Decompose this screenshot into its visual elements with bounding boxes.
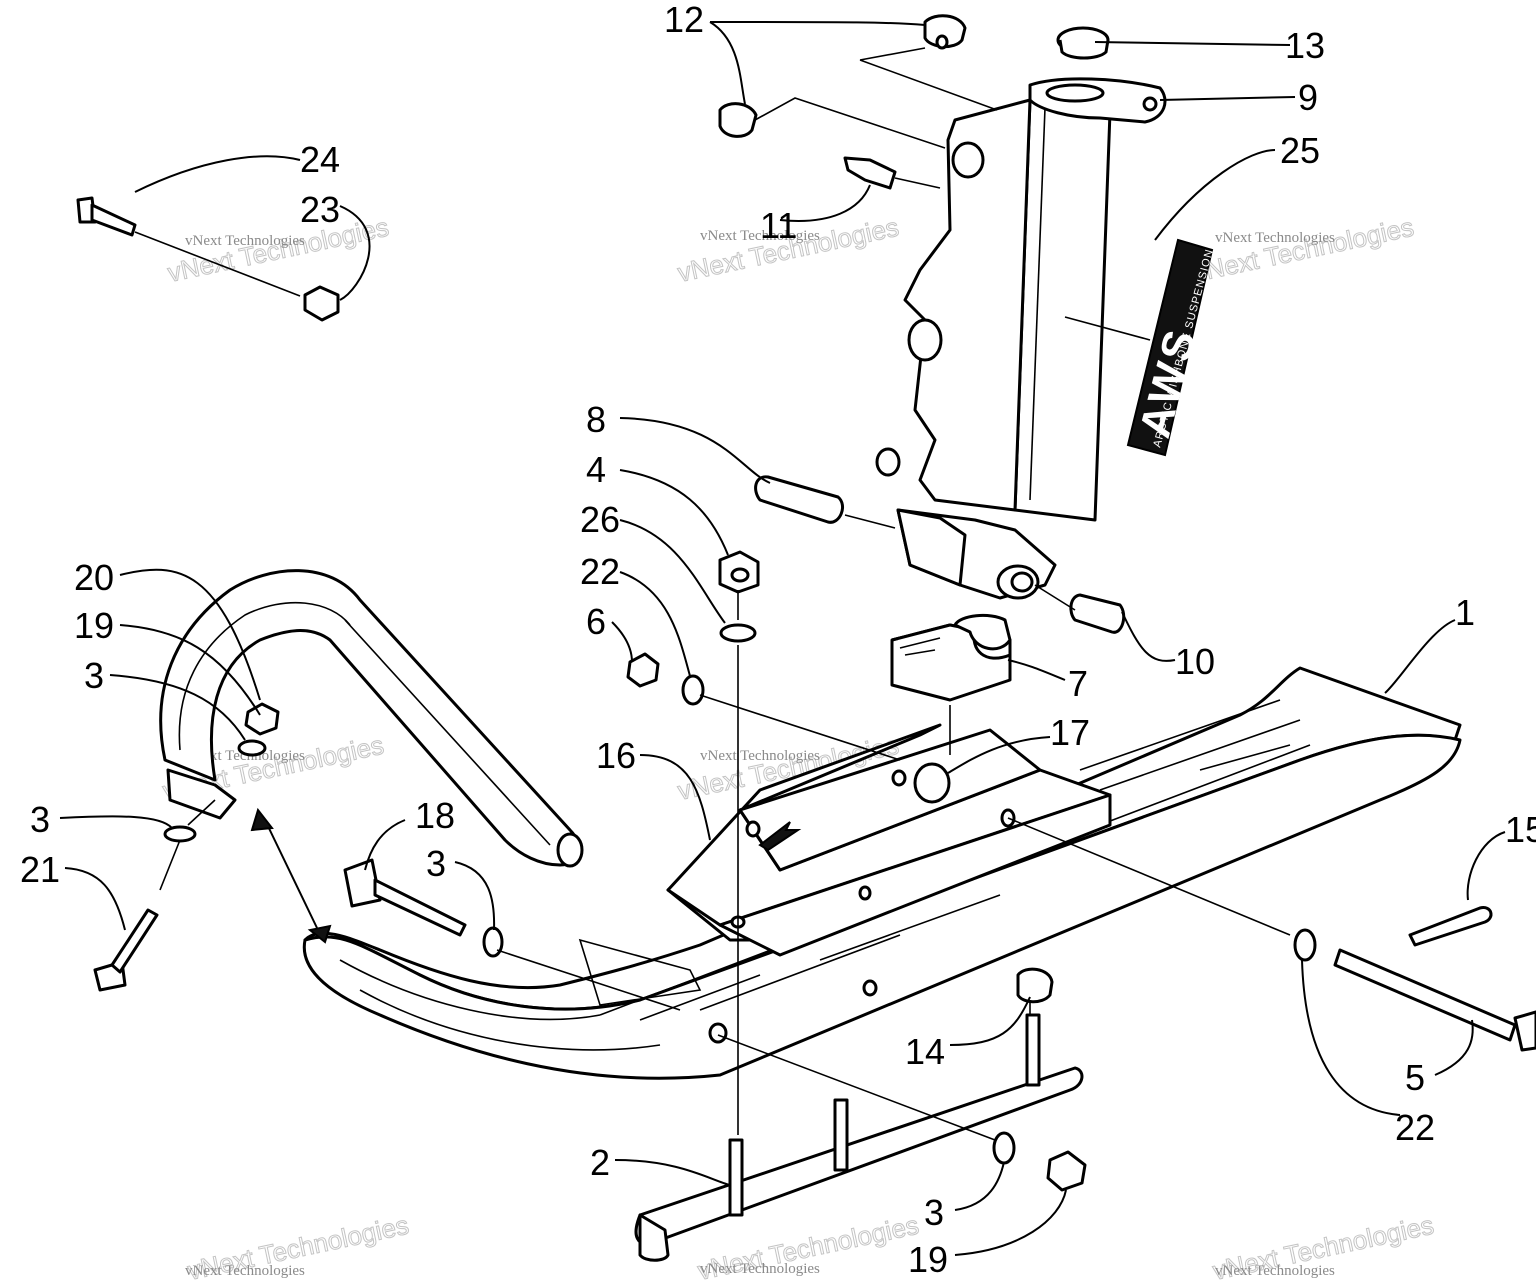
callout-14: 14 [905,1031,945,1072]
watermark-bottom-center: vNext Technologies vNext Technologies [695,1209,922,1280]
washer-part-26 [719,623,757,643]
watermark-bottom-left: vNext Technologies vNext Technologies [185,1209,412,1280]
watermark-bottom-right: vNext Technologies vNext Technologies [1210,1209,1437,1280]
ski-loop-part-20 [159,569,584,868]
block-part-7 [890,613,1012,702]
svg-text:vNext Technologies: vNext Technologies [185,748,305,764]
svg-text:vNext Technologies: vNext Technologies [1215,1263,1335,1279]
callout-22-upper: 22 [580,551,620,592]
callout-20: 20 [74,557,114,598]
callout-10: 10 [1175,641,1215,682]
leader-lines [59,21,1506,1256]
watermark-top-right: vNext Technologies vNext Technologies [1190,211,1417,288]
bushing-part-8 [754,475,844,524]
callout-3-left-lower: 3 [30,799,50,840]
callout-23: 23 [300,189,340,230]
svg-text:vNext Technologies: vNext Technologies [165,212,391,288]
callout-21: 21 [20,849,60,890]
callout-15: 15 [1505,809,1536,850]
callout-3-left-upper: 3 [84,655,104,696]
callout-11: 11 [760,205,797,246]
callout-1: 1 [1455,592,1475,633]
bushing-part-10 [1069,593,1126,634]
ski-part-1 [302,666,1462,1080]
callout-13: 13 [1285,25,1325,66]
callout-3-mid: 3 [426,843,446,884]
callout-24: 24 [300,139,340,180]
callout-26: 26 [580,499,620,540]
callout-12: 12 [664,0,704,40]
svg-text:vNext Technologies: vNext Technologies [700,748,820,764]
callout-7: 7 [1068,663,1088,704]
callout-19-left: 19 [74,605,114,646]
callout-17: 17 [1050,712,1090,753]
spindle-part-9 [875,77,1167,600]
assembly-lines [134,47,1291,1141]
callout-2: 2 [590,1142,610,1183]
callout-16: 16 [596,735,636,776]
hardware [76,14,1536,1192]
watermark-top-left: vNext Technologies vNext Technologies [165,211,392,288]
wear-bar-part-2 [634,1013,1084,1262]
svg-text:vNext Technologies: vNext Technologies [185,233,305,249]
svg-text:vNext Technologies: vNext Technologies [1215,230,1335,246]
nut-part-6 [626,652,660,688]
callouts: 12 13 9 25 24 23 11 8 4 26 22 6 20 19 3 … [20,0,1536,1280]
callout-3-bottom: 3 [924,1192,944,1233]
callout-9: 9 [1298,77,1318,118]
washer-part-17 [913,762,951,804]
washer-part-22a [681,674,705,706]
callout-25: 25 [1280,130,1320,171]
callout-5: 5 [1405,1057,1425,1098]
callout-4: 4 [586,449,606,490]
svg-text:vNext Technologies: vNext Technologies [1190,212,1416,288]
bolt-part-18 [343,858,382,908]
callout-6: 6 [586,601,606,642]
aws-decal-part-25: AWS ARCTIC WISHBONE SUSPENSION [1126,238,1216,457]
svg-text:vNext Technologies: vNext Technologies [700,228,820,244]
svg-text:vNext Technologies: vNext Technologies [700,1261,820,1277]
callout-19-bottom: 19 [908,1239,948,1280]
callout-18: 18 [415,795,455,836]
callout-22-lower: 22 [1395,1107,1435,1148]
callout-8: 8 [586,399,606,440]
svg-text:vNext Technologies: vNext Technologies [185,1263,305,1279]
saddle-part-16 [666,723,1112,957]
